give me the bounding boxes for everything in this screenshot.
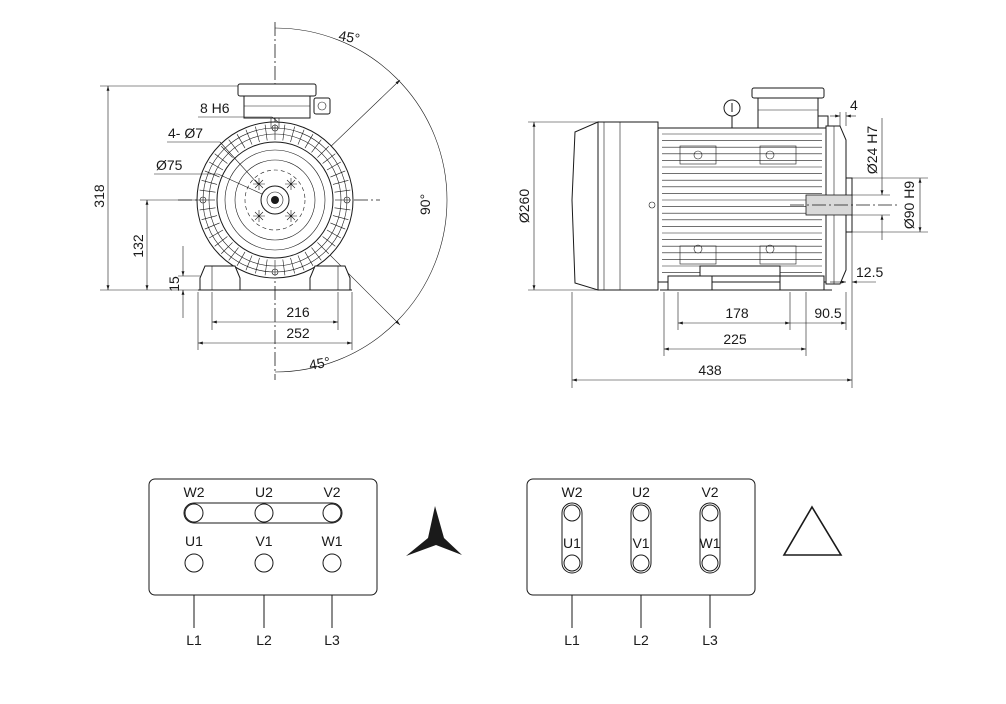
dim-d90: Ø90 H9 — [901, 181, 917, 229]
delta-l3: L3 — [702, 632, 718, 648]
motor-feet-front — [198, 265, 352, 291]
delta-v2: V2 — [701, 484, 718, 500]
angle-arc — [274, 27, 448, 373]
dim-178: 178 — [725, 305, 749, 321]
side-view: Ø260 4 Ø24 H7 Ø90 H9 12.5 178 90.5 — [516, 87, 928, 388]
delta-link-3 — [699, 502, 721, 574]
motor-feet-side — [660, 265, 832, 291]
dim-438: 438 — [698, 362, 722, 378]
angle-bottom-label: 45° — [308, 354, 332, 373]
dim-252: 252 — [286, 325, 310, 341]
dim-132: 132 — [130, 234, 146, 258]
star-l1: L1 — [186, 632, 202, 648]
dim-90-5: 90.5 — [814, 305, 841, 321]
delta-connection: W2 U2 V2 U1 V1 W1 L1 L2 L3 — [526, 478, 843, 648]
delta-link-1 — [561, 502, 583, 574]
star-v1: V1 — [255, 533, 272, 549]
delta-u1: U1 — [563, 535, 581, 551]
shaft-center — [271, 196, 279, 204]
dim-225: 225 — [723, 331, 747, 347]
delta-symbol-icon — [782, 505, 843, 556]
star-w2: W2 — [184, 484, 205, 500]
star-connection: W2 U2 V2 U1 V1 W1 L1 L2 L3 — [148, 478, 462, 648]
dim-15: 15 — [166, 276, 182, 292]
label-8h6: 8 H6 — [200, 100, 230, 116]
terminal-box-front — [237, 83, 331, 119]
star-w1: W1 — [322, 533, 343, 549]
star-l3: L3 — [324, 632, 340, 648]
star-bridge — [183, 502, 343, 524]
delta-l1: L1 — [564, 632, 580, 648]
fan-housing — [597, 121, 659, 291]
star-u2: U2 — [255, 484, 273, 500]
front-view: 45° 90° 45° — [91, 22, 448, 380]
flange-bolts — [253, 178, 297, 222]
star-symbol-icon — [406, 506, 462, 556]
delta-v1: V1 — [632, 535, 649, 551]
angle-mid-label: 90° — [417, 194, 433, 215]
label-d75: Ø75 — [156, 157, 183, 173]
star-terminal-box — [148, 478, 378, 596]
terminal-box-side — [751, 87, 829, 129]
star-l2: L2 — [256, 632, 272, 648]
fan-cover — [571, 121, 599, 291]
star-u1: U1 — [185, 533, 203, 549]
angle-top-label: 45° — [337, 27, 361, 46]
dim-4: 4 — [850, 97, 858, 113]
label-4x7: 4- Ø7 — [168, 125, 203, 141]
dim-d260: Ø260 — [516, 189, 532, 223]
dim-d24: Ø24 H7 — [864, 126, 880, 174]
dim-318: 318 — [91, 184, 107, 208]
delta-w2: W2 — [562, 484, 583, 500]
dim-12-5: 12.5 — [856, 264, 883, 280]
cooling-fins — [199, 124, 351, 276]
delta-u2: U2 — [632, 484, 650, 500]
dim-216: 216 — [286, 304, 310, 320]
star-v2: V2 — [323, 484, 340, 500]
delta-l2: L2 — [633, 632, 649, 648]
delta-link-2 — [630, 502, 652, 574]
delta-w1: W1 — [700, 535, 721, 551]
